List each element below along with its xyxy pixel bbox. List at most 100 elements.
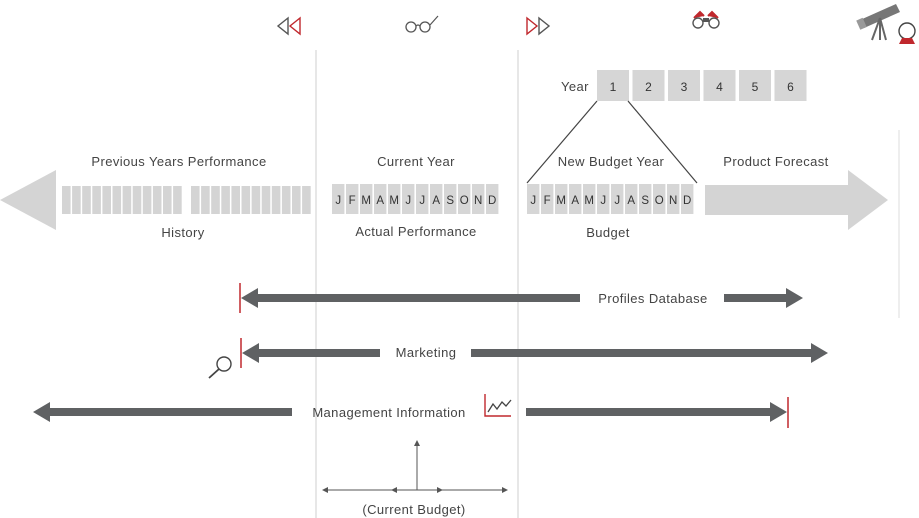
history-stripe — [122, 186, 132, 214]
history-stripe — [82, 186, 91, 214]
marketing-arrow-left — [242, 343, 380, 363]
month-label: D — [488, 195, 496, 207]
history-stripe — [281, 186, 291, 214]
month-cell — [346, 184, 359, 214]
current-budget-label: (Current Budget) — [362, 502, 465, 517]
binoculars-icon — [692, 10, 720, 29]
month-cell — [388, 184, 401, 214]
history-stripe — [271, 186, 281, 214]
month-label: D — [683, 195, 691, 207]
history-stripe — [292, 186, 301, 214]
year-cell-5[interactable]: 5 — [739, 70, 771, 101]
budget-label: Budget — [586, 225, 630, 240]
zoom-line-left — [526, 100, 598, 184]
month-cell — [681, 184, 694, 214]
crystal-ball-icon — [898, 22, 916, 44]
history-stripe — [102, 186, 111, 214]
month-label: J — [419, 195, 425, 207]
month-label: A — [571, 195, 579, 207]
month-label: M — [584, 195, 594, 207]
year-cell-label: 2 — [645, 80, 652, 94]
month-label: M — [389, 195, 399, 207]
history-label: History — [161, 225, 204, 240]
rewind-icon — [276, 16, 301, 36]
history-stripe — [132, 186, 142, 214]
month-cell — [374, 184, 387, 214]
history-stripe — [173, 186, 182, 214]
month-label: M — [556, 195, 566, 207]
history-stripe — [241, 186, 251, 214]
zoom-line-right — [627, 100, 698, 184]
history-stripe — [72, 186, 81, 214]
month-cell — [653, 184, 666, 214]
month-cell — [416, 184, 429, 214]
history-stripe — [163, 186, 172, 214]
year-cell-1[interactable]: 1 — [597, 70, 629, 101]
year-cell-label: 1 — [610, 80, 617, 94]
year-cell-label: 5 — [752, 80, 759, 94]
month-cell — [639, 184, 652, 214]
month-cell — [444, 184, 457, 214]
month-label: F — [544, 195, 551, 207]
history-stripe — [191, 186, 200, 214]
year-cell-3[interactable]: 3 — [668, 70, 700, 101]
year-label: Year — [561, 79, 589, 94]
month-cell — [597, 184, 610, 214]
month-label: A — [432, 195, 440, 207]
actual-performance-label: Actual Performance — [355, 224, 476, 239]
previous-years-label: Previous Years Performance — [91, 154, 266, 169]
product-forecast-label: Product Forecast — [723, 154, 828, 169]
telescope-icon — [856, 4, 900, 41]
history-stripe — [251, 186, 261, 214]
history-stripe — [221, 186, 230, 214]
month-cell — [625, 184, 638, 214]
year-cell-label: 6 — [787, 80, 794, 94]
history-arrow-head — [0, 170, 56, 230]
history-stripe — [62, 186, 71, 214]
year-cell-label: 3 — [681, 80, 688, 94]
month-label: O — [655, 195, 664, 207]
history-stripe — [201, 186, 210, 214]
history-stripe — [92, 186, 101, 214]
magnifier-icon — [208, 356, 232, 379]
history-stripe — [211, 186, 220, 214]
month-label: J — [335, 195, 341, 207]
history-stripe — [231, 186, 240, 214]
management-information-label: Management Information — [312, 405, 465, 420]
month-label: S — [446, 195, 454, 207]
month-cell — [555, 184, 568, 214]
month-cell — [430, 184, 443, 214]
month-cell — [541, 184, 554, 214]
month-label: J — [600, 195, 606, 207]
month-cell — [472, 184, 485, 214]
history-stripe — [112, 186, 122, 214]
profiles-arrow-right — [724, 288, 803, 308]
profiles-database-label: Profiles Database — [598, 291, 707, 306]
year-cell-4[interactable]: 4 — [703, 70, 736, 101]
year-cell-6[interactable]: 6 — [774, 70, 807, 101]
month-cell — [332, 184, 345, 214]
profiles-arrow-left — [241, 288, 580, 308]
history-stripe — [142, 186, 152, 214]
month-label: N — [474, 195, 482, 207]
new-budget-year-label: New Budget Year — [558, 154, 665, 169]
glasses-icon — [405, 15, 439, 33]
month-label: F — [349, 195, 356, 207]
management-arrow-left — [33, 402, 292, 422]
current-year-label: Current Year — [377, 154, 455, 169]
month-label: S — [641, 195, 649, 207]
month-cell — [402, 184, 415, 214]
month-cell — [583, 184, 596, 214]
history-stripes — [62, 186, 311, 214]
month-cell — [360, 184, 373, 214]
month-label: N — [669, 195, 677, 207]
month-label: M — [361, 195, 371, 207]
month-cell — [458, 184, 471, 214]
month-cell — [611, 184, 624, 214]
year-cell-label: 4 — [716, 80, 723, 94]
year-cell-2[interactable]: 2 — [632, 70, 665, 101]
management-arrow-right — [526, 402, 787, 422]
